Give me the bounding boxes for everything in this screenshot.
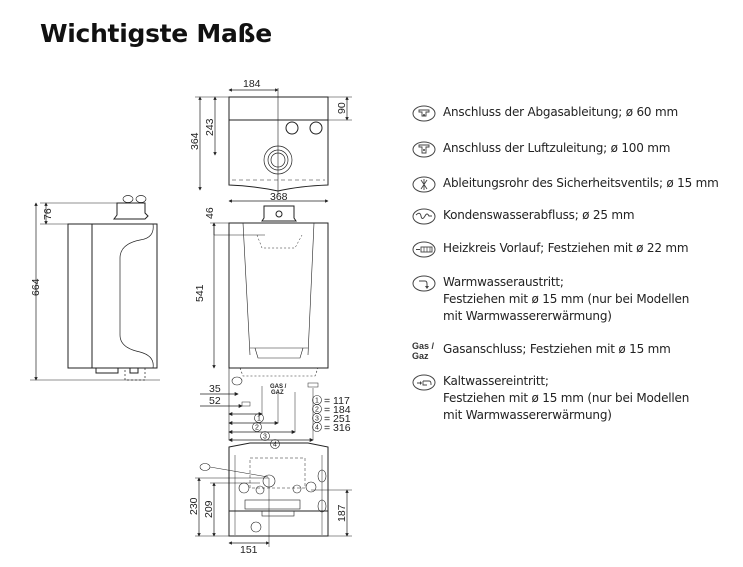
dim-664: 664 [30, 278, 42, 296]
air-intake-icon [412, 141, 436, 158]
legend-text-line: Festziehen mit ø 15 mm (nur bei Modellen [443, 292, 690, 306]
dim-368: 368 [270, 191, 288, 203]
legend-text: Gasanschluss; Festziehen mit ø 15 mm [443, 342, 671, 356]
bottom-connections [200, 368, 322, 449]
rear-view [195, 442, 352, 547]
page-title: Wichtigste Maße [40, 19, 272, 48]
legend-text-line: Festziehen mit ø 15 mm (nur bei Modellen [443, 391, 690, 405]
legend-marker-4: 4 [315, 425, 319, 432]
hot-water-outlet-icon [412, 275, 436, 292]
legend-item-flue-exhaust: Anschluss der Abgasableitung; ø 60 mm [412, 104, 678, 122]
dim-35: 35 [209, 383, 221, 395]
legend-text-line: Warmwasseraustritt; [443, 275, 564, 289]
dim-209: 209 [203, 500, 215, 518]
gas-connection-icon: Gas / Gaz [412, 341, 435, 361]
dim-90: 90 [336, 102, 348, 114]
marker-3: 3 [263, 434, 267, 441]
dim-187: 187 [336, 504, 348, 522]
marker-4-value: = 316 [324, 422, 351, 434]
legend-item-hot-water-outlet: Warmwasseraustritt; Festziehen mit ø 15 … [412, 274, 689, 325]
condensate-drain-icon [412, 208, 436, 225]
dim-230: 230 [188, 497, 200, 515]
gas-label-bottom: GAZ [271, 390, 284, 396]
legend-item-gas-connection: Gas / Gaz Gasanschluss; Festziehen mit ø… [412, 341, 671, 361]
legend-item-air-intake: Anschluss der Luftzuleitung; ø 100 mm [412, 140, 670, 158]
legend-marker-1: 1 [315, 398, 319, 405]
legend-text-line: Kaltwassereintritt; [443, 374, 549, 388]
dim-52: 52 [209, 395, 221, 407]
dim-46: 46 [204, 207, 216, 219]
dim-151: 151 [240, 544, 258, 556]
legend-item-condensate-drain: Kondenswasserabfluss; ø 25 mm [412, 207, 635, 225]
marker-1: 1 [257, 416, 261, 423]
legend-text: Ableitungsrohr des Sicherheitsventils; ø… [443, 176, 719, 190]
legend-text: Heizkreis Vorlauf; Festziehen mit ø 22 m… [443, 241, 689, 255]
safety-valve-icon [412, 176, 436, 193]
dim-184: 184 [243, 78, 261, 90]
legend-item-cold-water-inlet: Kaltwassereintritt; Festziehen mit ø 15 … [412, 373, 689, 424]
heating-flow-icon [412, 241, 436, 258]
dim-364: 364 [189, 132, 201, 150]
legend-item-heating-flow: Heizkreis Vorlauf; Festziehen mit ø 22 m… [412, 240, 689, 258]
legend-marker-2: 2 [315, 407, 319, 414]
dim-76: 76 [42, 208, 54, 220]
legend-text: Kondenswasserabfluss; ø 25 mm [443, 208, 635, 222]
cold-water-inlet-icon [412, 374, 436, 391]
legend-text: Anschluss der Abgasableitung; ø 60 mm [443, 105, 678, 119]
legend-text: Anschluss der Luftzuleitung; ø 100 mm [443, 141, 671, 155]
legend-text-line: mit Warmwassererwärmung) [443, 309, 612, 323]
flue-exhaust-icon [412, 105, 436, 122]
marker-2: 2 [255, 425, 259, 432]
legend-text-line: mit Warmwassererwärmung) [443, 408, 612, 422]
side-view [30, 195, 160, 381]
legend-marker-3: 3 [315, 416, 319, 423]
legend-item-safety-valve: Ableitungsrohr des Sicherheitsventils; ø… [412, 175, 719, 193]
marker-3-value: = 251 [324, 413, 351, 425]
marker-2-value: = 184 [324, 404, 351, 416]
dim-541: 541 [194, 284, 206, 302]
marker-1-value: = 117 [324, 395, 350, 407]
gas-label-top: GAS / [270, 384, 287, 390]
top-view [195, 88, 352, 195]
front-view [210, 199, 329, 377]
marker-4: 4 [273, 442, 277, 449]
dim-243: 243 [204, 118, 216, 136]
